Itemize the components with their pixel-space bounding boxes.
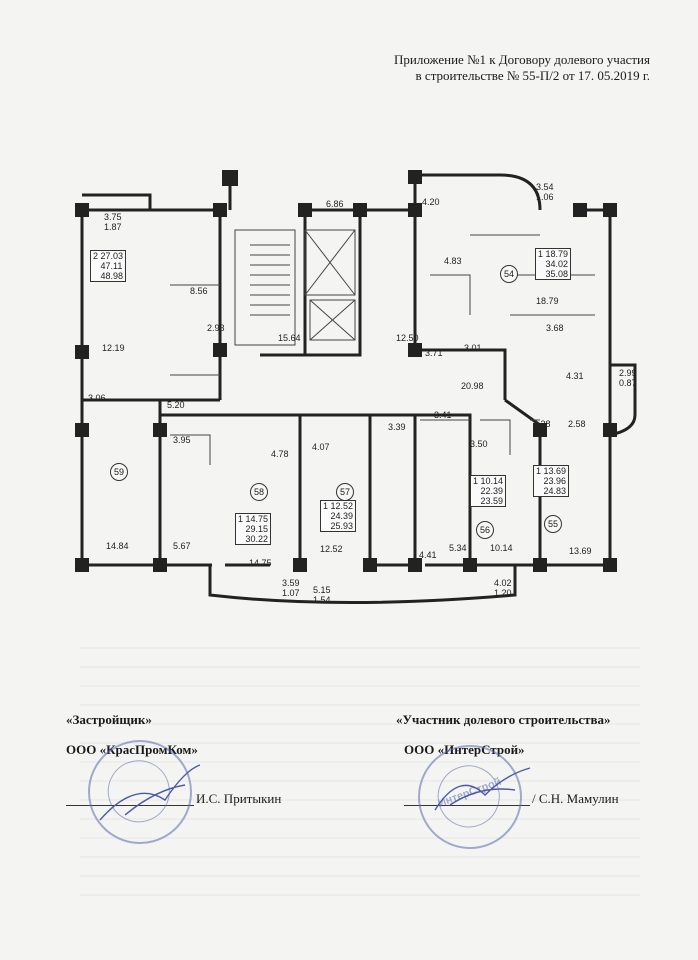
header-line-1: Приложение №1 к Договору долевого участи… xyxy=(394,52,650,67)
area-label: 12.52 xyxy=(320,544,343,554)
participant-org: ООО «ИнтерСтрой» xyxy=(404,742,525,757)
area-label: 2.93 xyxy=(207,323,225,333)
area-label: 14.75 xyxy=(249,558,272,568)
document-header: Приложение №1 к Договору долевого участи… xyxy=(330,52,650,84)
developer-name: И.С. Притыкин xyxy=(196,791,282,806)
left-signature-scribble xyxy=(99,764,201,821)
summary-box: 1 12.52 24.39 25.93 xyxy=(320,500,357,532)
area-label: 5.67 xyxy=(173,541,191,551)
summary-box: 1 13.69 23.96 24.83 xyxy=(533,465,570,497)
area-label: 4.07 xyxy=(312,442,330,452)
area-label: 3.39 xyxy=(388,422,406,432)
apartment-number-59: 59 xyxy=(110,463,128,481)
area-label: 3.50 xyxy=(470,439,488,449)
area-label: 4.83 xyxy=(444,256,462,266)
area-label: 8.56 xyxy=(190,286,208,296)
area-label: 3.95 xyxy=(173,435,191,445)
summary-box: 1 14.75 29.15 30.22 xyxy=(235,513,272,545)
floor-plan-drawing xyxy=(75,170,637,604)
participant-name: / С.Н. Мамулин xyxy=(532,791,619,806)
area-label: 10.14 xyxy=(490,543,513,553)
participant-role: «Участник долевого строительства» xyxy=(396,712,611,727)
area-label: 3.38 xyxy=(533,419,551,429)
area-label: 13.69 xyxy=(569,546,592,556)
developer-signature-line xyxy=(66,805,194,806)
apartment-number-55: 55 xyxy=(544,515,562,533)
area-label: 5.34 xyxy=(449,543,467,553)
area-label: 3.06 xyxy=(88,393,106,403)
developer-role: «Застройщик» xyxy=(66,712,152,727)
apartment-number-54: 54 xyxy=(500,265,518,283)
apartment-number-58: 58 xyxy=(250,483,268,501)
area-label: 2.58 xyxy=(568,419,586,429)
developer-org: ООО «КрасПромКом» xyxy=(66,742,198,757)
area-label: 5.20 xyxy=(167,400,185,410)
area-label: 4.31 xyxy=(566,371,584,381)
area-label: 3.68 xyxy=(546,323,564,333)
header-line-2: в строительстве № 55-П/2 от 17. 05.2019 … xyxy=(415,68,650,83)
area-label: 20.98 xyxy=(461,381,484,391)
floor-plan: 59 58 57 56 55 54 2 27.03 47.11 48.98 1 … xyxy=(70,165,645,610)
area-label: 4.78 xyxy=(271,449,289,459)
area-label: 6.86 xyxy=(326,199,344,209)
area-label: 3.41 xyxy=(434,410,452,420)
right-signature-scribble xyxy=(434,767,531,811)
area-label: 4.41 xyxy=(419,550,437,560)
faded-background-text xyxy=(80,630,640,900)
area-label: 18.79 xyxy=(536,296,559,306)
area-label: 14.84 xyxy=(106,541,129,551)
summary-box: 2 27.03 47.11 48.98 xyxy=(90,250,127,282)
participant-signature-line xyxy=(404,805,530,806)
area-label: 15.64 xyxy=(278,333,301,343)
area-label: 4.20 xyxy=(422,197,440,207)
area-label: 12.19 xyxy=(102,343,125,353)
apartment-number-57: 57 xyxy=(336,483,354,501)
area-label: 3.01 xyxy=(464,343,482,353)
area-label: 12.50 xyxy=(396,333,419,343)
summary-box: 1 18.79 34.02 35.08 xyxy=(535,248,572,280)
area-label: 3.71 xyxy=(425,348,443,358)
summary-box: 1 10.14 22.39 23.59 xyxy=(470,475,507,507)
apartment-number-56: 56 xyxy=(476,521,494,539)
